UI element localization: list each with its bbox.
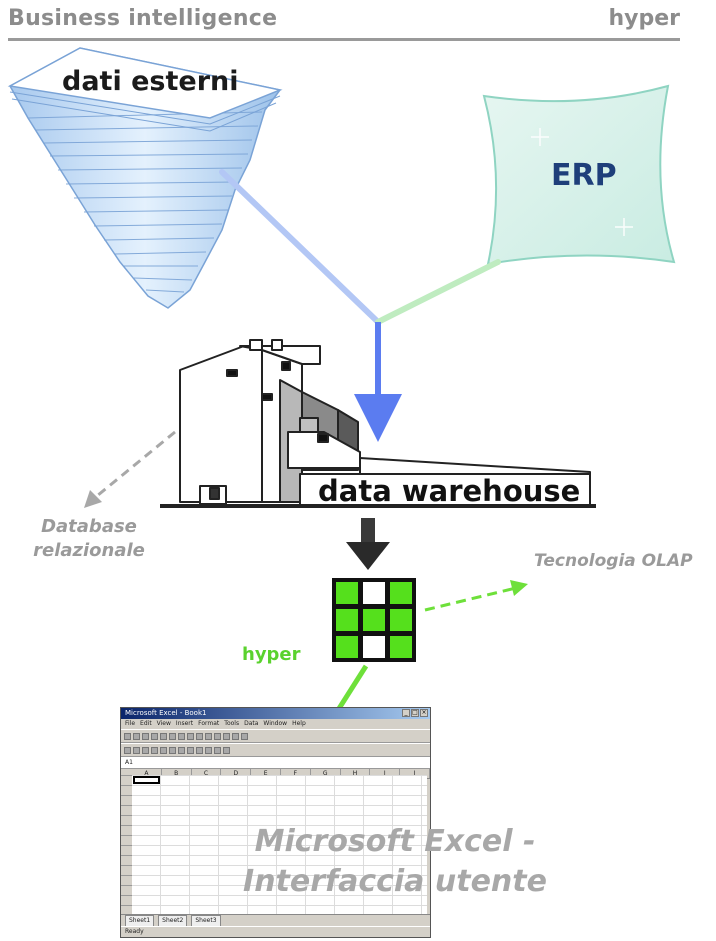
data-warehouse-label: data warehouse bbox=[318, 474, 581, 508]
menu-window[interactable]: Window bbox=[263, 720, 288, 727]
database-arrow bbox=[91, 430, 176, 502]
preview-icon[interactable] bbox=[160, 732, 167, 740]
align-right-icon[interactable] bbox=[169, 746, 176, 754]
external-data-label: dati esterni bbox=[62, 66, 239, 97]
sum-icon[interactable] bbox=[223, 732, 230, 740]
column-header[interactable]: E bbox=[251, 769, 281, 778]
menu-insert[interactable]: Insert bbox=[175, 720, 194, 727]
align-left-icon[interactable] bbox=[151, 746, 158, 754]
erp-label: ERP bbox=[551, 158, 617, 193]
excel-title-bar: Microsoft Excel - Book1 _ □ × bbox=[121, 708, 430, 719]
column-header[interactable]: D bbox=[221, 769, 252, 778]
redo-icon[interactable] bbox=[214, 732, 221, 740]
excel-formula-bar[interactable]: A1 bbox=[121, 757, 430, 769]
header-divider bbox=[8, 38, 680, 41]
erp-shape bbox=[482, 84, 676, 266]
menu-tools[interactable]: Tools bbox=[224, 720, 240, 727]
menu-help[interactable]: Help bbox=[292, 720, 306, 727]
excel-menu-bar: File Edit View Insert Format Tools Data … bbox=[121, 719, 430, 729]
hyper-label: hyper bbox=[242, 644, 301, 665]
page-title: Business intelligence bbox=[8, 6, 278, 31]
database-label-line1: Database bbox=[41, 516, 137, 537]
header-brand: hyper bbox=[608, 6, 680, 31]
excel-label-line2: Interfaccia utente bbox=[243, 864, 547, 899]
bold-icon[interactable] bbox=[124, 746, 131, 754]
excel-status-bar: Ready bbox=[121, 926, 430, 937]
copy-icon[interactable] bbox=[187, 732, 194, 740]
chart-icon[interactable] bbox=[241, 732, 248, 740]
erp-connector bbox=[375, 259, 501, 325]
menu-edit[interactable]: Edit bbox=[140, 720, 152, 727]
undo-icon[interactable] bbox=[205, 732, 212, 740]
excel-label: Microsoft Excel - Interfaccia utente bbox=[230, 822, 560, 902]
column-header[interactable]: A bbox=[132, 769, 162, 778]
italic-icon[interactable] bbox=[133, 746, 140, 754]
external-data-connector bbox=[219, 169, 381, 325]
spelling-icon[interactable] bbox=[169, 732, 176, 740]
excel-active-cell[interactable] bbox=[133, 776, 160, 784]
olap-arrowhead bbox=[510, 580, 528, 596]
fill-color-icon[interactable] bbox=[214, 746, 221, 754]
paste-icon[interactable] bbox=[196, 732, 203, 740]
column-header[interactable]: B bbox=[162, 769, 192, 778]
font-color-icon[interactable] bbox=[223, 746, 230, 754]
print-icon[interactable] bbox=[151, 732, 158, 740]
minimize-icon[interactable]: _ bbox=[402, 709, 410, 717]
maximize-icon[interactable]: □ bbox=[411, 709, 419, 717]
save-icon[interactable] bbox=[142, 732, 149, 740]
column-header[interactable]: G bbox=[311, 769, 341, 778]
database-arrowhead bbox=[84, 490, 102, 508]
name-box[interactable]: A1 bbox=[125, 759, 133, 766]
excel-cell-grid[interactable] bbox=[132, 775, 427, 915]
cut-icon[interactable] bbox=[178, 732, 185, 740]
warehouse-to-cube-arrow bbox=[346, 518, 390, 570]
column-header[interactable]: H bbox=[341, 769, 371, 778]
warehouse-building bbox=[179, 339, 591, 507]
sort-icon[interactable] bbox=[232, 732, 239, 740]
excel-title: Microsoft Excel - Book1 bbox=[125, 709, 207, 717]
column-header[interactable]: F bbox=[281, 769, 311, 778]
excel-sheet-tabs: Sheet1 Sheet2 Sheet3 bbox=[121, 914, 430, 927]
excel-standard-toolbar bbox=[121, 729, 430, 743]
percent-icon[interactable] bbox=[196, 746, 203, 754]
olap-label: Tecnologia OLAP bbox=[534, 551, 693, 571]
align-center-icon[interactable] bbox=[160, 746, 167, 754]
underline-icon[interactable] bbox=[142, 746, 149, 754]
column-header[interactable]: J bbox=[400, 769, 430, 778]
menu-format[interactable]: Format bbox=[198, 720, 220, 727]
database-label: Database relazionale bbox=[14, 515, 164, 563]
external-data-stack bbox=[7, 47, 283, 309]
borders-icon[interactable] bbox=[205, 746, 212, 754]
menu-view[interactable]: View bbox=[156, 720, 171, 727]
column-header[interactable]: I bbox=[370, 769, 401, 778]
excel-label-line1: Microsoft Excel - bbox=[254, 824, 536, 859]
excel-format-toolbar bbox=[121, 743, 430, 757]
olap-cube bbox=[332, 578, 416, 662]
close-icon[interactable]: × bbox=[420, 709, 428, 717]
merge-icon[interactable] bbox=[178, 746, 185, 754]
excel-window: Microsoft Excel - Book1 _ □ × File Edit … bbox=[120, 707, 431, 938]
currency-icon[interactable] bbox=[187, 746, 194, 754]
menu-data[interactable]: Data bbox=[244, 720, 259, 727]
database-label-line2: relazionale bbox=[33, 540, 145, 561]
new-icon[interactable] bbox=[124, 732, 131, 740]
olap-arrow bbox=[424, 586, 517, 612]
menu-file[interactable]: File bbox=[125, 720, 136, 727]
open-icon[interactable] bbox=[133, 732, 140, 740]
column-header[interactable]: C bbox=[192, 769, 222, 778]
